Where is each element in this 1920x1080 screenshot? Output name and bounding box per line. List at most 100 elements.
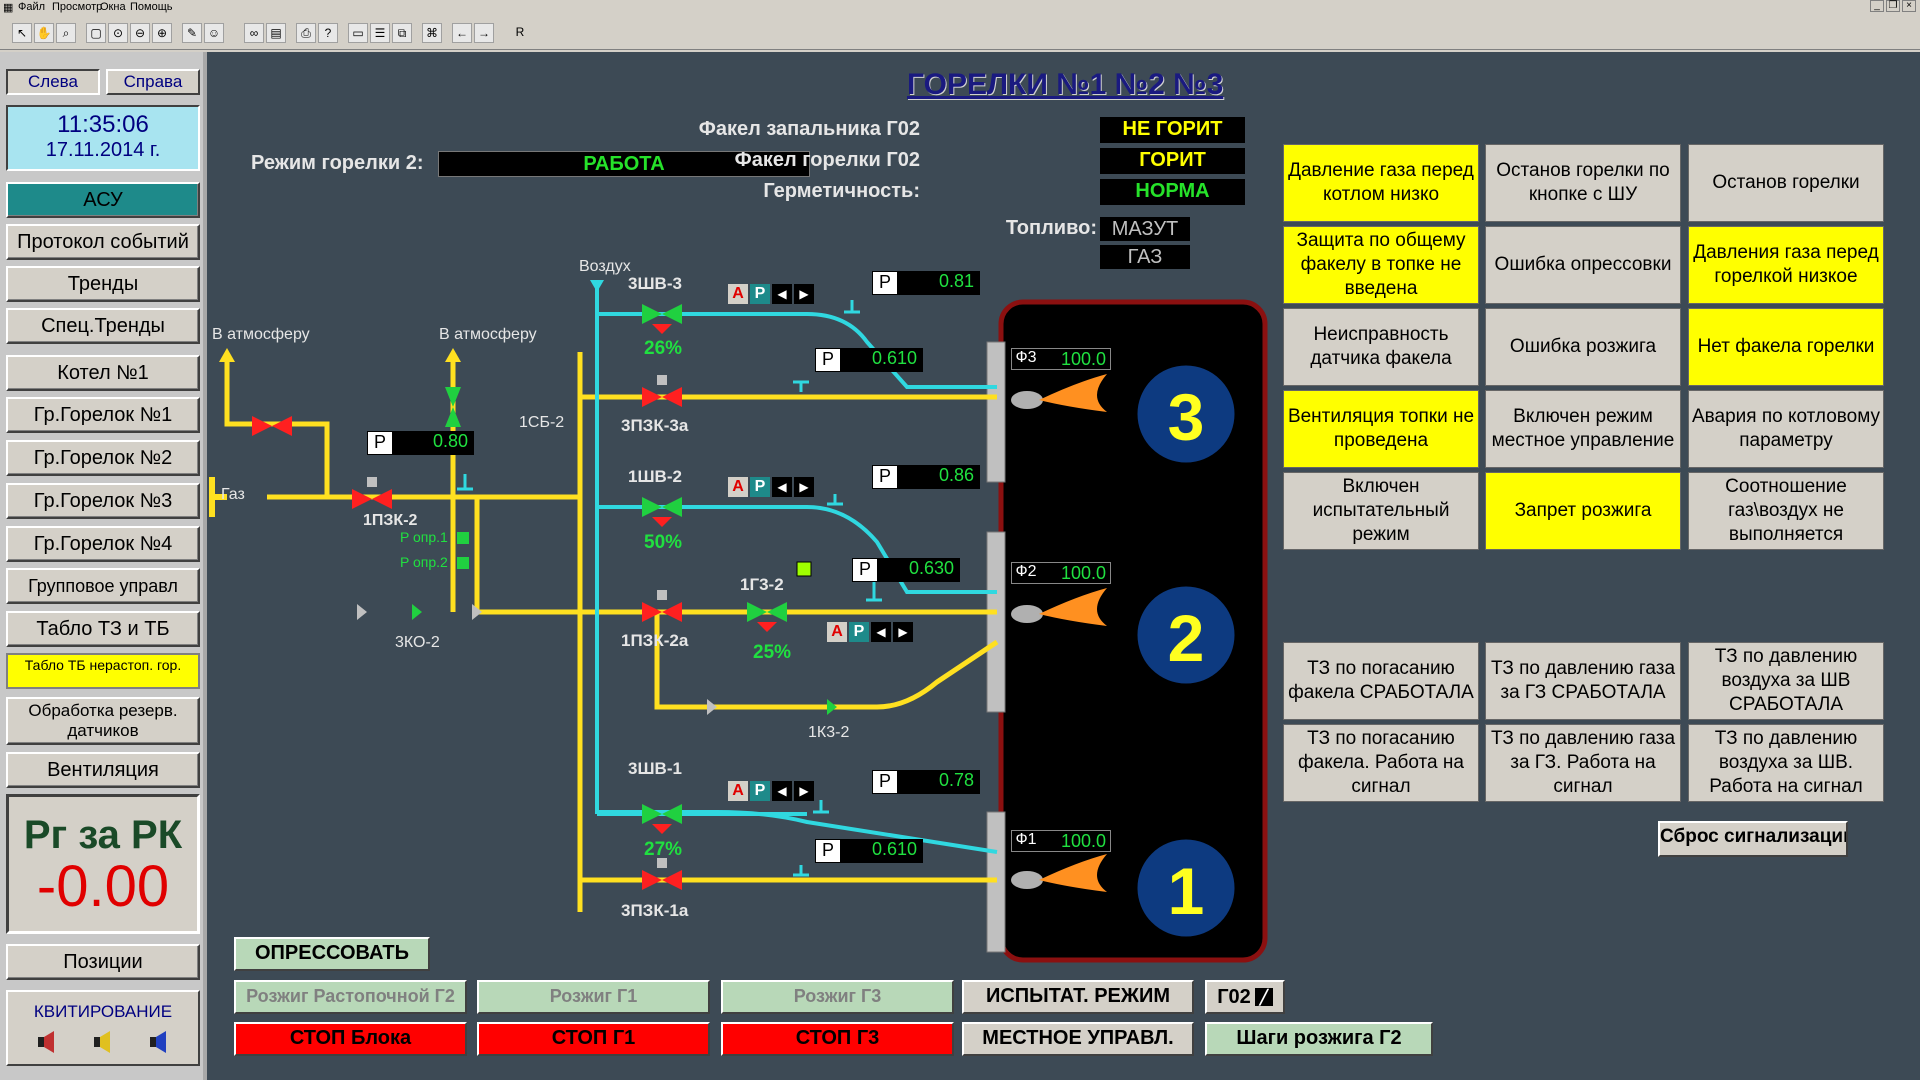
- manual-button[interactable]: P: [750, 284, 770, 304]
- valve-1pzk2a[interactable]: [642, 590, 682, 622]
- menu-windows[interactable]: Окна: [100, 1, 126, 13]
- main-panel: ГОРЕЛКИ №1 №2 №3 Режим горелки 2: РАБОТА…: [207, 52, 1920, 1080]
- local-control-button[interactable]: МЕСТНОЕ УПРАВЛ.: [962, 1022, 1194, 1056]
- pressurize-button[interactable]: ОПРЕССОВАТЬ: [234, 937, 430, 971]
- right-arrow-icon[interactable]: ▶: [794, 477, 814, 497]
- manual-button[interactable]: P: [849, 622, 869, 642]
- sidebar-item-burners-1[interactable]: Гр.Горелок №1: [6, 397, 200, 433]
- burner-scheme: [209, 280, 1268, 963]
- valve-1k32[interactable]: [707, 699, 837, 715]
- alarm-cell: Останов горелки по кнопке с ШУ: [1485, 144, 1681, 222]
- pct-1shv2: 50%: [644, 532, 683, 553]
- sidebar-item-burners-3[interactable]: Гр.Горелок №3: [6, 483, 200, 519]
- valve-3pzk3a[interactable]: [642, 375, 682, 407]
- r-icon[interactable]: R: [515, 25, 525, 39]
- binoculars-icon[interactable]: ∞: [244, 23, 264, 43]
- screen-icon[interactable]: ▤: [266, 23, 286, 43]
- valve-1sb2[interactable]: [445, 387, 461, 427]
- auto-button[interactable]: A: [827, 622, 847, 642]
- ignition-steps-button[interactable]: Шаги розжига Г2: [1205, 1022, 1433, 1056]
- sidebar-item-tz-tb[interactable]: Табло ТЗ и ТБ: [6, 611, 200, 647]
- fuel-oil: МАЗУТ: [1100, 217, 1190, 241]
- notice-badge[interactable]: Табло ТБ нерастоп. гор.: [6, 653, 200, 689]
- pressure-1shv2-value: 0.86: [898, 465, 980, 489]
- window-icon[interactable]: ▭: [348, 23, 368, 43]
- sidebar-item-asu[interactable]: АСУ: [6, 182, 200, 218]
- fit-icon[interactable]: ▢: [86, 23, 106, 43]
- menu-help[interactable]: Помощь: [130, 1, 173, 13]
- valve-3pzk1a[interactable]: [642, 858, 682, 890]
- pointer-icon[interactable]: ↖: [12, 23, 32, 43]
- zoom-out-icon[interactable]: ⊖: [130, 23, 150, 43]
- pressure-1g32: P 0.630: [852, 558, 960, 582]
- menu-view[interactable]: Просмотр: [52, 1, 103, 13]
- p-opr2-label: P опр.2: [400, 554, 448, 570]
- right-button[interactable]: Справа: [106, 69, 200, 95]
- auto-button[interactable]: A: [728, 781, 748, 801]
- sidebar-item-boiler[interactable]: Котел №1: [6, 355, 200, 391]
- right-arrow-icon[interactable]: ▶: [893, 622, 913, 642]
- ctl-group-3shv3: A P ◀ ▶: [728, 284, 814, 304]
- ignite-start-g2-button[interactable]: Розжиг Растопочной Г2: [234, 980, 467, 1014]
- pct-1g32: 25%: [753, 642, 792, 663]
- restore-icon[interactable]: ❐: [1886, 0, 1900, 12]
- back-arrow-icon[interactable]: ←: [452, 23, 472, 43]
- left-arrow-icon[interactable]: ◀: [772, 781, 792, 801]
- zoom-in-icon[interactable]: ⊕: [152, 23, 172, 43]
- reset-alarm-button[interactable]: Сброс сигнализации: [1658, 821, 1848, 857]
- tool-icon[interactable]: ✎: [182, 23, 202, 43]
- alarm-cell: Останов горелки: [1688, 144, 1884, 222]
- test-mode-button[interactable]: ИСПЫТАТ. РЕЖИМ: [962, 980, 1194, 1014]
- person-icon[interactable]: ☺: [204, 23, 224, 43]
- stop-block-button[interactable]: СТОП Блока: [234, 1022, 467, 1056]
- sidebar-item-group-control[interactable]: Групповое управл: [6, 568, 200, 604]
- ack-panel[interactable]: КВИТИРОВАНИЕ: [6, 990, 200, 1066]
- auto-button[interactable]: A: [728, 284, 748, 304]
- ignite-g1-button[interactable]: Розжиг Г1: [477, 980, 710, 1014]
- sidebar-item-trends[interactable]: Тренды: [6, 266, 200, 302]
- sidebar-item-events[interactable]: Протокол событий: [6, 224, 200, 260]
- sidebar-item-spec-trends[interactable]: Спец.Тренды: [6, 308, 200, 344]
- stop-g3-button[interactable]: СТОП Г3: [721, 1022, 954, 1056]
- sidebar-item-ventilation[interactable]: Вентиляция: [6, 752, 200, 788]
- sidebar-item-reserve[interactable]: Обработка резерв. датчиков: [6, 697, 200, 745]
- g02-button[interactable]: Г02 ╱: [1205, 980, 1285, 1014]
- valve-3shv3[interactable]: [642, 304, 682, 334]
- left-arrow-icon[interactable]: ◀: [871, 622, 891, 642]
- forward-arrow-icon[interactable]: →: [474, 23, 494, 43]
- sidebar-item-positions[interactable]: Позиции: [6, 944, 200, 980]
- stop-g1-button[interactable]: СТОП Г1: [477, 1022, 710, 1056]
- sidebar-item-burners-2[interactable]: Гр.Горелок №2: [6, 440, 200, 476]
- alarm-cell: Запрет розжига: [1485, 472, 1681, 550]
- manual-button[interactable]: P: [750, 781, 770, 801]
- network-icon[interactable]: ⌘: [422, 23, 442, 43]
- valve-1g32[interactable]: [747, 602, 787, 632]
- left-arrow-icon[interactable]: ◀: [772, 284, 792, 304]
- windows-icon[interactable]: ⧉: [392, 23, 412, 43]
- manual-button[interactable]: P: [750, 477, 770, 497]
- help-icon[interactable]: ?: [318, 23, 338, 43]
- close-icon[interactable]: ×: [1902, 0, 1916, 12]
- valve-vent-top[interactable]: [252, 416, 292, 436]
- gas-label: Газ: [221, 486, 245, 503]
- sidebar-item-burners-4[interactable]: Гр.Горелок №4: [6, 526, 200, 562]
- valve-zko2[interactable]: [357, 604, 482, 620]
- right-arrow-icon[interactable]: ▶: [794, 781, 814, 801]
- valve-1shv2[interactable]: [642, 497, 682, 527]
- menu-file[interactable]: Файл: [18, 1, 46, 13]
- valve-3shv1[interactable]: [642, 804, 682, 834]
- ignite-g3-button[interactable]: Розжиг Г3: [721, 980, 954, 1014]
- zoom-icon[interactable]: ⊙: [108, 23, 128, 43]
- magnifier-icon[interactable]: ⌕: [56, 23, 76, 43]
- left-button[interactable]: Слева: [6, 69, 100, 95]
- hand-icon[interactable]: ✋: [34, 23, 54, 43]
- minimize-icon[interactable]: _: [1870, 0, 1884, 12]
- alarm-cell: Включен испытательный режим: [1283, 472, 1479, 550]
- right-arrow-icon[interactable]: ▶: [794, 284, 814, 304]
- valve-1pzk2[interactable]: [352, 477, 392, 509]
- list-icon[interactable]: ☰: [370, 23, 390, 43]
- auto-button[interactable]: A: [728, 477, 748, 497]
- print-icon[interactable]: ⎙: [296, 23, 316, 43]
- left-arrow-icon[interactable]: ◀: [772, 477, 792, 497]
- valve-1g32-label: 1Г3-2: [740, 575, 784, 594]
